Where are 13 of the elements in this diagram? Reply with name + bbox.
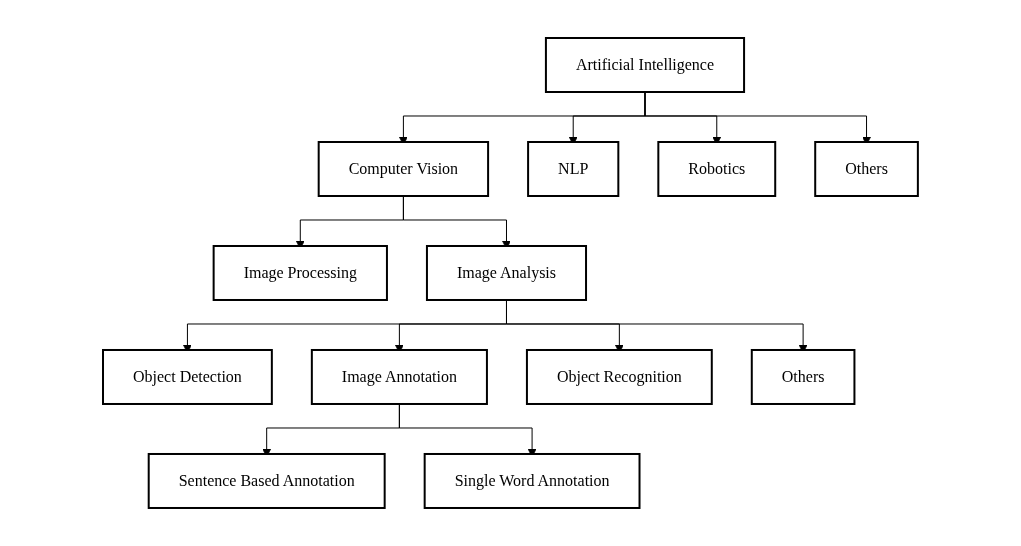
node-box: Image Annotation	[310, 349, 488, 405]
node-box: Single Word Annotation	[423, 453, 641, 509]
node-box: Object Detection	[102, 349, 273, 405]
node-box: Object Recognition	[526, 349, 713, 405]
node-box: Computer Vision	[317, 141, 490, 197]
node-box: Image Processing	[212, 245, 388, 301]
node-box: NLP	[527, 141, 620, 197]
node-box: Sentence Based Annotation	[147, 453, 386, 509]
node-box: Artificial Intelligence	[545, 37, 746, 93]
node-box: Others	[750, 349, 856, 405]
node-box: Robotics	[657, 141, 777, 197]
node-box: Image Analysis	[426, 245, 588, 301]
node-box: Others	[814, 141, 919, 197]
